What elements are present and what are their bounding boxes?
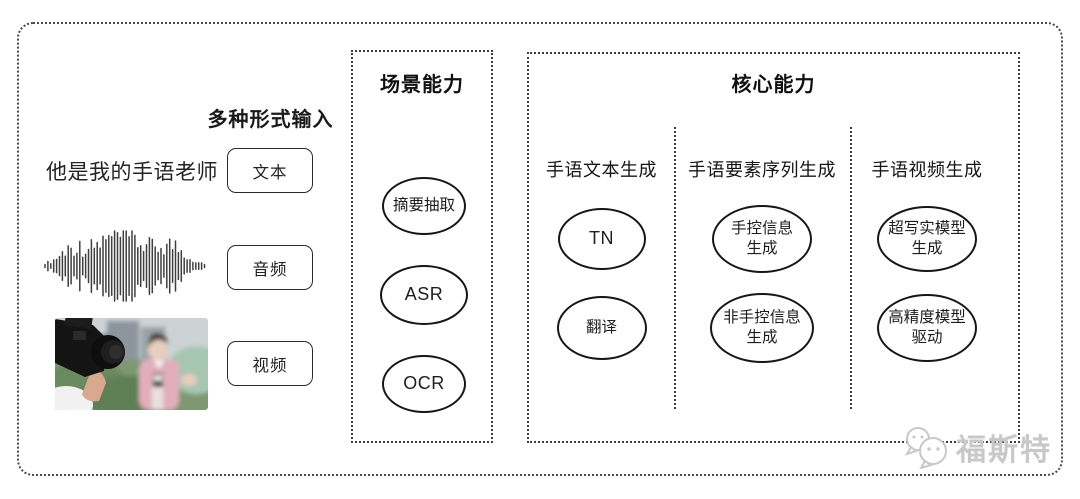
input-type-label: 文本 [252,163,288,182]
outer-dotted-border [17,22,1063,476]
input-type-text-box: 文本 [227,148,313,193]
node-label: 生成 [746,240,778,257]
node-label: 翻译 [585,318,617,336]
column-sign-text-generation: 手语文本生成 TN 翻译 [529,54,674,441]
node-label: 超写实模型 [888,219,966,237]
video-thumbnail-image [55,318,208,410]
node-label: OCR [403,373,445,394]
column-sign-element-sequence-generation: 手语要素序列生成 手控信息 生成 非手控信息 生成 [676,54,848,441]
core-capability-title: 核心能力 [731,74,816,96]
scene-capability-box: 场景能力 预处理 摘要抽取 ASR OCR [351,50,493,443]
capability-node-manual-info-generation: 手控信息 生成 [712,205,812,273]
capability-node-translation: 翻译 [556,296,647,360]
capability-node-hyperrealistic-model-generation: 超写实模型 生成 [877,206,977,272]
watermark-logo-icon [904,427,947,469]
node-label: 生成 [746,329,778,346]
node-label: 高精度模型 [888,308,966,326]
watermark-text: 福斯特 [956,434,1052,467]
node-label: 手控信息 [730,219,793,237]
column-title: 手语文本生成 [546,160,657,180]
watermark: 福斯特 [902,425,1052,469]
column-title: 手语要素序列生成 [688,160,836,180]
input-type-label: 视频 [252,356,288,375]
column-divider [674,127,676,409]
sample-sentence-text: 他是我的手语老师 [46,161,218,184]
capability-node-ocr: OCR [382,355,466,413]
node-label: TN [589,228,614,249]
column-sign-video-generation: 手语视频生成 超写实模型 生成 高精度模型 驱动 [852,54,1002,441]
core-capability-box: 核心能力 手语文本生成 TN 翻译 手语要素序列生成 手控信息 生成 非手控信息… [527,52,1020,443]
input-type-video-box: 视频 [227,341,313,386]
audio-waveform-icon [44,230,206,302]
capability-node-tn: TN [557,208,646,270]
capability-node-summary-extraction: 摘要抽取 [382,177,466,235]
input-type-audio-box: 音频 [227,245,313,290]
node-label: ASR [404,284,444,305]
node-label: 驱动 [911,329,943,346]
capability-node-high-precision-model-driving: 高精度模型 驱动 [877,294,977,362]
scene-capability-title: 场景能力 [380,74,464,96]
node-label: 非手控信息 [723,308,801,326]
column-divider [850,127,852,409]
capability-node-non-manual-info-generation: 非手控信息 生成 [710,293,814,363]
input-section-label: 多种形式输入 [207,109,334,131]
column-title: 手语视频生成 [871,160,983,180]
capability-node-asr: ASR [380,265,468,325]
node-label: 生成 [911,240,943,257]
input-type-label: 音频 [252,260,288,279]
node-label: 摘要抽取 [392,196,455,214]
